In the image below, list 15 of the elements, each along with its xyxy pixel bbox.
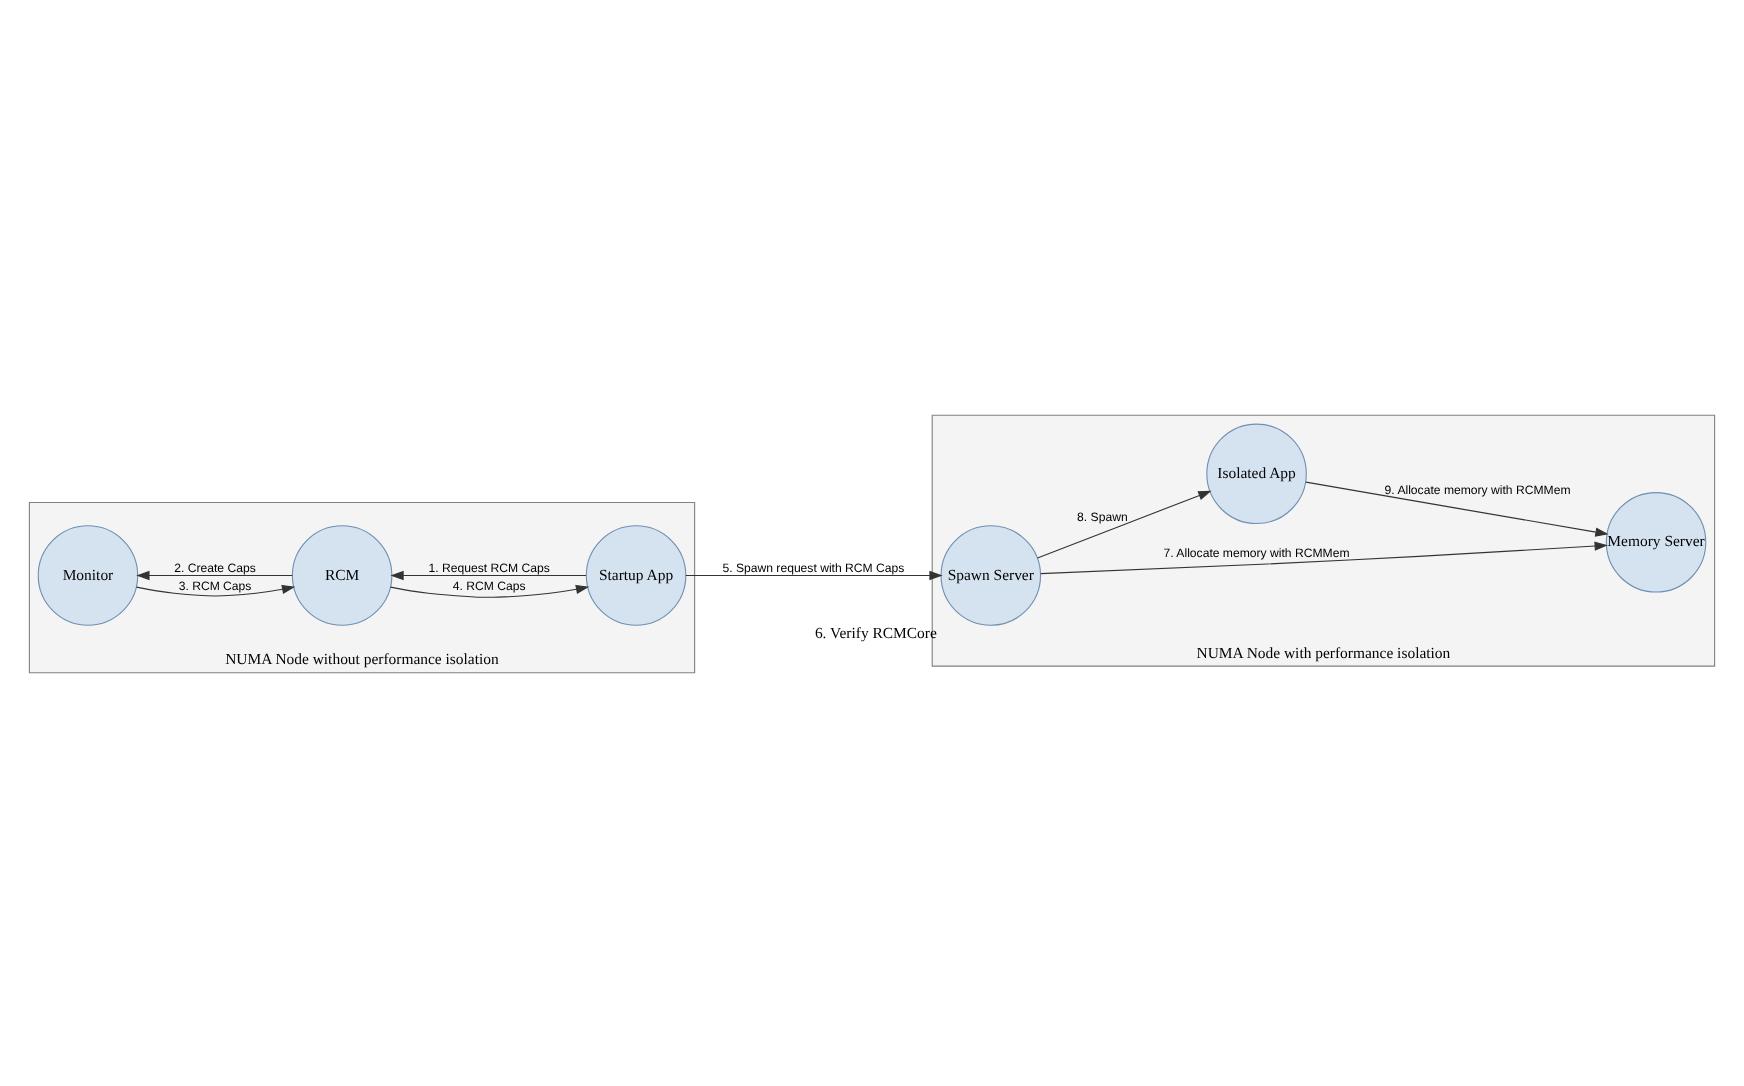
arrow [135,583,296,596]
arrow [685,569,943,580]
arrow [1036,489,1212,558]
arrow [390,569,587,580]
arrow [1305,480,1609,536]
node-circle: Spawn Server [940,524,1042,625]
node-circle: Memory Server [1605,491,1707,592]
node-circle: RCM [291,524,393,625]
node-circle: Startup App [585,524,687,625]
node-circle: Isolated App [1206,422,1307,524]
arrow [1040,540,1608,574]
arrow [390,583,590,597]
arrow [136,569,293,580]
node-label: 6. Verify RCMCore [814,622,937,641]
node-circle: Monitor [37,524,139,625]
